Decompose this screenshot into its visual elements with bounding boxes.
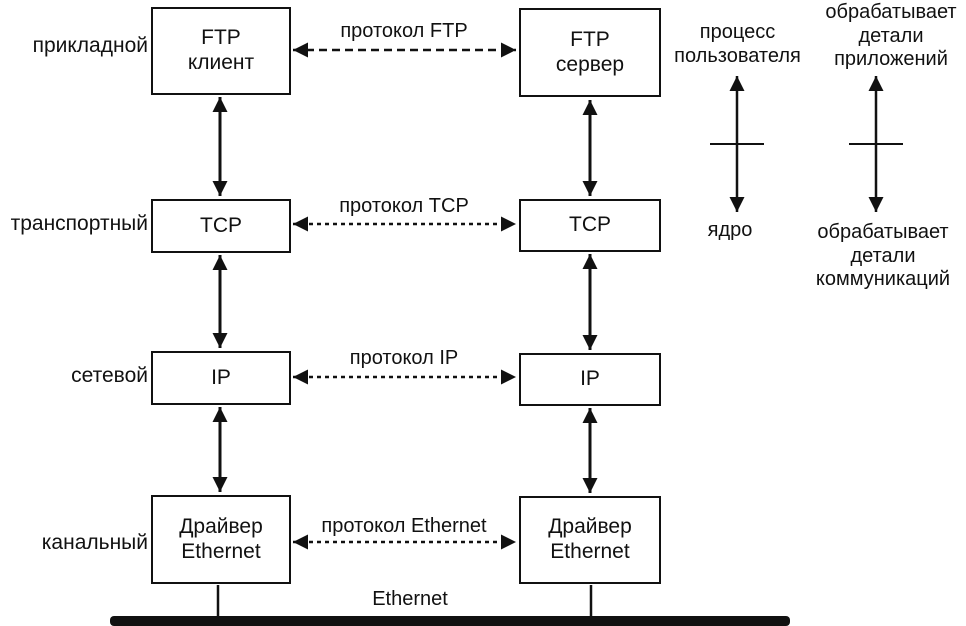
box-tcp-right-label: TCP [569,213,611,237]
ethernet-bus-label: Ethernet [372,588,448,610]
layer-label-network: сетевой [71,364,148,387]
kernel-label: ядро [707,219,753,241]
box-ethernet-driver-left-label: Драйвер Ethernet [179,514,263,563]
box-ftp-server: FTP сервер [519,8,661,97]
app-details-label: обрабатывает детали приложений [825,1,957,71]
box-ethernet-driver-right: Драйвер Ethernet [519,496,661,584]
user-process-label: процесс пользователя [674,21,801,67]
box-ip-right: IP [519,353,661,406]
comm-details-label: обрабатывает детали коммуникаций [815,221,951,291]
box-ftp-client: FTP клиент [151,7,291,95]
user-kernel-divider-arrow-right [849,76,903,212]
box-ethernet-driver-left: Драйвер Ethernet [151,495,291,584]
box-ethernet-driver-right-label: Драйвер Ethernet [548,515,632,563]
box-ftp-server-label: FTP сервер [555,27,625,76]
box-tcp-left: TCP [151,199,291,253]
layer-label-application: прикладной [32,34,148,57]
box-ftp-client-label: FTP клиент [187,26,255,74]
protocol-label-ip: протокол IP [349,347,459,369]
protocol-dashed-double-arrows [293,42,516,550]
protocol-label-ftp: протокол FTP [340,20,468,42]
layer-label-transport: транспортный [10,212,148,235]
box-tcp-right: TCP [519,199,661,252]
layer-label-link: канальный [41,531,148,554]
ethernet-bus-bar [110,616,790,626]
box-ip-right-label: IP [580,367,600,391]
box-tcp-left-label: TCP [200,213,242,237]
user-kernel-divider-arrow-left [710,76,764,212]
protocol-label-ethernet: протокол Ethernet [321,515,487,537]
protocol-label-tcp: протокол TCP [339,195,469,217]
box-ip-left-label: IP [211,365,231,389]
box-ip-left: IP [151,351,291,405]
